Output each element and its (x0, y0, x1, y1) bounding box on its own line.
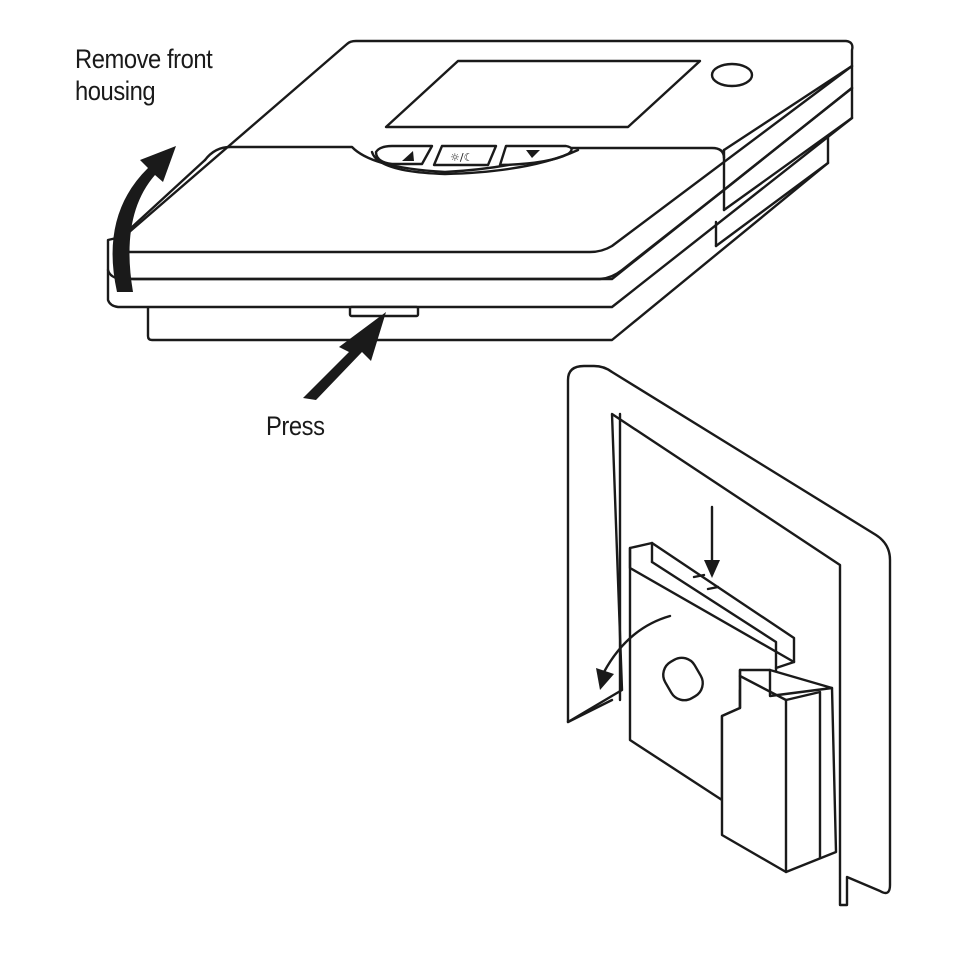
press-label: Press (266, 410, 325, 442)
remove-front-housing-line-2: housing (75, 75, 212, 107)
wall-mounting-assembly (568, 366, 890, 905)
button-mode-glyph-icon: ☼/☾ (450, 151, 473, 164)
indicator-light (712, 64, 752, 86)
remove-front-housing-line-1: Remove front (75, 43, 212, 75)
button-up[interactable] (376, 146, 432, 164)
down-arrow-icon (704, 507, 720, 578)
thermostat-unit: ☼/☾ (108, 41, 852, 340)
remove-front-housing-label: Remove front housing (75, 43, 212, 107)
